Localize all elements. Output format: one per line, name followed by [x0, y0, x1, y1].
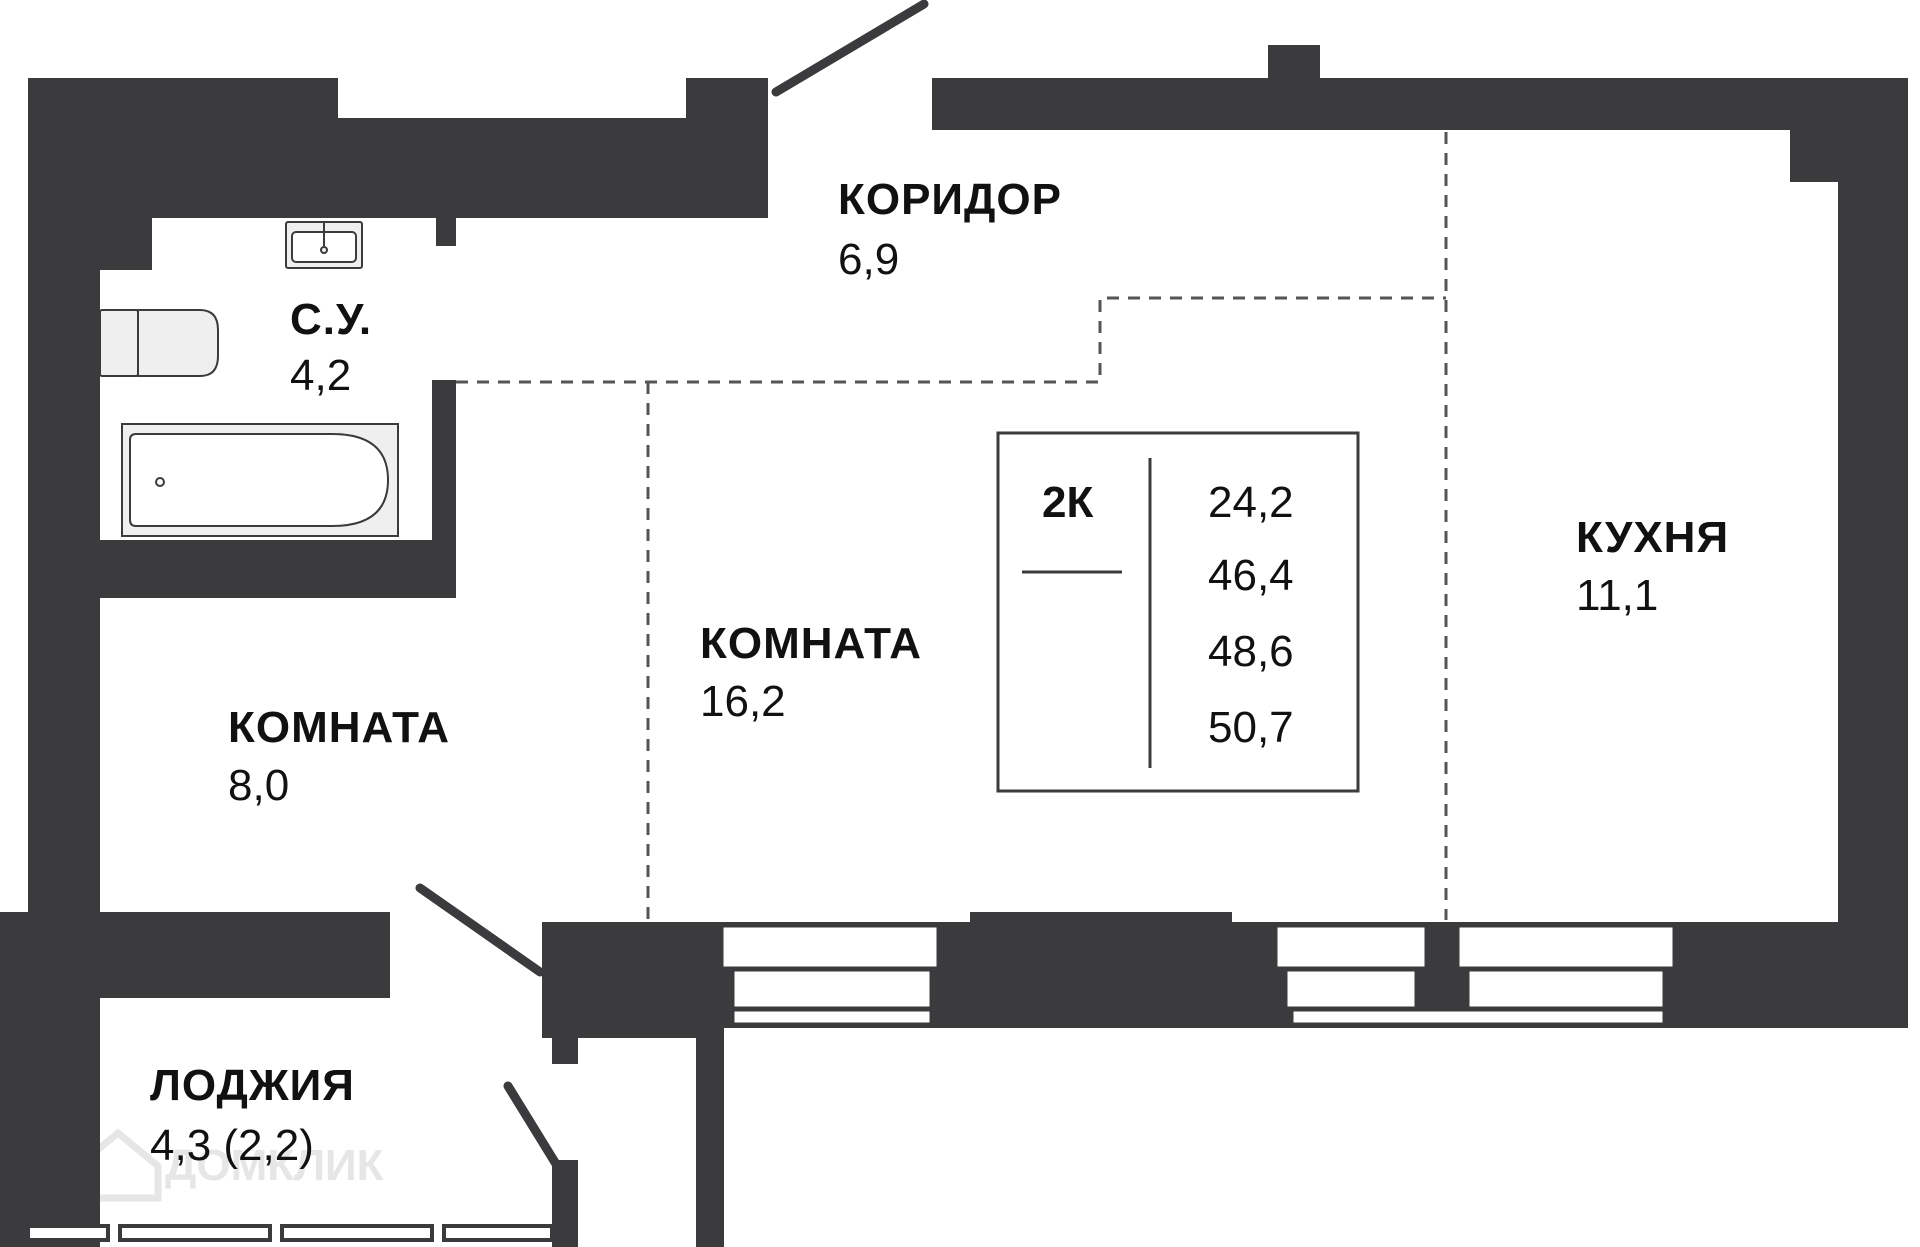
window [1469, 971, 1663, 1007]
wall-segment [1838, 78, 1908, 1028]
corridor-name: КОРИДОР [838, 175, 1062, 224]
door-entrance [771, 0, 929, 97]
corridor-boundary [456, 296, 1446, 384]
loggia-glazing [26, 1224, 554, 1242]
sink-icon [285, 221, 363, 269]
corridor-area: 6,9 [838, 235, 899, 284]
kitchen-name: КУХНЯ [1576, 513, 1729, 562]
wall-segment [932, 78, 1908, 130]
wall-segment [0, 912, 390, 998]
window [734, 1011, 930, 1023]
bathtub-icon [121, 423, 399, 537]
toilet-icon [99, 309, 219, 377]
wall-segment [686, 78, 768, 218]
wall-segment [696, 1028, 724, 1247]
legend-value: 50,7 [1208, 703, 1294, 752]
wall-segment [970, 912, 1232, 932]
window [1287, 971, 1415, 1007]
loggia-area: 4,3 (2,2) [150, 1121, 314, 1170]
wall-segment [542, 922, 724, 1028]
loggia-glass [118, 1224, 272, 1242]
room-large-area: 16,2 [700, 677, 786, 726]
wall-segment [100, 218, 152, 270]
doors [415, 0, 929, 1169]
wall-segment [552, 1160, 578, 1247]
room-large-name: КОМНАТА [700, 619, 922, 668]
bathroom-name: С.У. [290, 295, 372, 344]
loggia-name: ЛОДЖИЯ [150, 1061, 355, 1110]
walls [0, 45, 1908, 1247]
watermark-text: ДОМКЛИК [165, 1141, 384, 1190]
window [734, 971, 930, 1007]
wall-segment [100, 540, 234, 572]
door-loggia [503, 1081, 561, 1169]
legend-value: 46,4 [1208, 551, 1294, 600]
room-small-name: КОМНАТА [228, 703, 450, 752]
wall-segment [232, 912, 390, 922]
bathroom-area: 4,2 [290, 351, 351, 400]
legend-value: 24,2 [1208, 478, 1294, 527]
door-room-small [415, 883, 545, 977]
zone-boundaries [456, 132, 1448, 920]
room-labels: КОРИДОР 6,9 С.У. 4,2 КУХНЯ 11,1 КОМНАТА … [150, 175, 1729, 1170]
window [1459, 927, 1673, 967]
bathroom-fixtures [99, 221, 399, 537]
apartment-type: 2К [1042, 478, 1093, 527]
loggia-glass [26, 1224, 110, 1242]
room-small-area: 8,0 [228, 761, 289, 810]
legend-value: 48,6 [1208, 627, 1294, 676]
loggia-glass [280, 1224, 434, 1242]
legend-frame [996, 431, 1360, 793]
windows [723, 927, 1673, 1023]
window [1293, 1011, 1663, 1023]
window [1277, 927, 1425, 967]
wall-segment [542, 1028, 724, 1038]
wall-segment [338, 118, 738, 218]
kitchen-area: 11,1 [1576, 571, 1658, 620]
loggia-glass [442, 1224, 554, 1242]
area-legend: 2К 24,2 46,4 48,6 50,7 [996, 431, 1360, 793]
window [723, 927, 937, 967]
wall-segment [1268, 45, 1320, 95]
wall-segment [436, 218, 456, 246]
